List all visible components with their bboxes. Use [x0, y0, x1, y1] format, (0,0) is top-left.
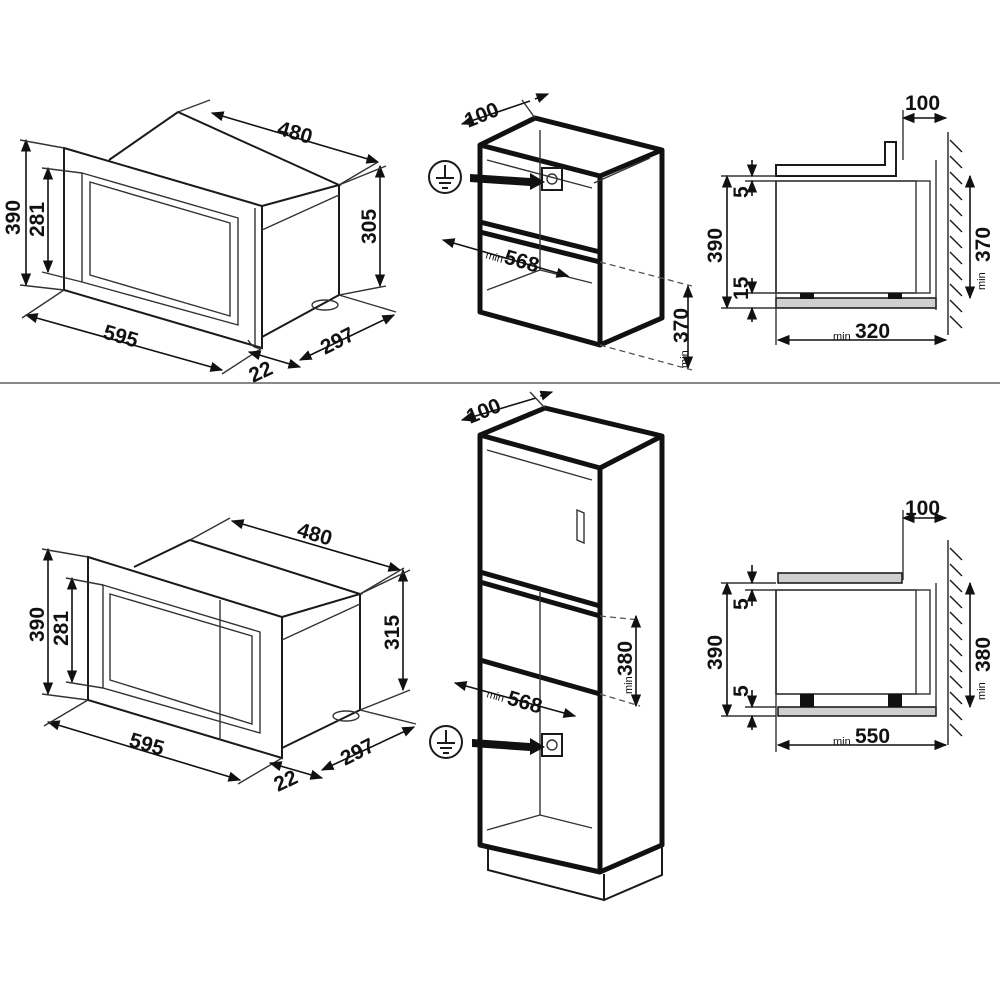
- bottom-oven-drawing: [87, 538, 364, 760]
- bottom-section-height-label: 390: [704, 635, 727, 670]
- bottom-cabinet-width-label: 568: [505, 687, 545, 719]
- top-section-drawing: [775, 132, 963, 345]
- top-cabinet-width-label: 568: [502, 246, 542, 278]
- top-cabinet-height-label: 370: [670, 308, 693, 343]
- top-section-depth-prefix: min: [833, 331, 851, 343]
- bottom-oven-outer-height-label: 390: [26, 607, 49, 642]
- top-ground-symbol-icon: [428, 160, 462, 194]
- bottom-cabinet-dimensions: 100 min 568 min 380: [453, 390, 642, 719]
- top-oven-width-label: 595: [101, 321, 141, 353]
- bottom-section-drawing: [775, 540, 963, 752]
- bottom-cabinet-height-label: 380: [614, 641, 637, 676]
- top-section-opening-label: 370: [972, 227, 995, 262]
- bottom-oven-dimensions: 480 390 281 315 595 22 297: [26, 517, 417, 797]
- top-oven-body-depth-label: 297: [317, 323, 359, 359]
- top-cabinet-dimensions: 100 min 568 min 370: [441, 93, 694, 371]
- bottom-section-gap-top-label: 5: [730, 598, 753, 610]
- top-oven-inner-height-label: 281: [26, 202, 49, 237]
- bottom-section-dimensions: 100 5 5 390 min 380 min 550: [704, 497, 995, 751]
- top-oven-body-height-label: 305: [358, 209, 381, 244]
- top-section-depth-label: 320: [855, 320, 890, 343]
- bottom-section-opening-prefix: min: [976, 682, 988, 700]
- bottom-cabinet-height-prefix: min: [623, 676, 635, 694]
- bottom-oven-inner-height-label: 281: [50, 611, 73, 646]
- top-oven-drawing: [63, 110, 342, 350]
- top-section-height-label: 390: [704, 228, 727, 263]
- top-cabinet-drawing: [428, 115, 665, 348]
- bottom-section-gap-bottom-label: 5: [730, 685, 753, 697]
- top-cabinet-top-offset-label: 100: [461, 98, 502, 132]
- bottom-oven-depth-label: 480: [295, 519, 335, 551]
- top-section-top-offset-label: 100: [905, 92, 940, 115]
- bottom-cabinet-width-prefix: min: [485, 688, 505, 704]
- bottom-section-depth-label: 550: [855, 725, 890, 748]
- bottom-section-top-offset-label: 100: [905, 497, 940, 520]
- bottom-cabinet-top-offset-label: 100: [463, 394, 504, 428]
- top-section-dimensions: 100 5 15 390 min 370 min 320: [704, 92, 995, 346]
- top-cabinet-width-prefix: min: [484, 249, 504, 265]
- top-oven-depth-label: 480: [275, 117, 315, 149]
- top-section-gap-bottom-label: 15: [730, 276, 753, 300]
- top-section-opening-prefix: min: [976, 272, 988, 290]
- top-cabinet-height-prefix: min: [679, 350, 691, 368]
- bottom-oven-body-height-label: 315: [381, 615, 404, 650]
- bottom-oven-width-label: 595: [127, 729, 167, 761]
- bottom-cabinet-drawing: [429, 405, 665, 902]
- bottom-oven-body-depth-label: 297: [337, 734, 379, 770]
- top-oven-outer-height-label: 390: [2, 200, 25, 235]
- bottom-section-opening-label: 380: [972, 637, 995, 672]
- bottom-ground-symbol-icon: [429, 725, 463, 759]
- bottom-section-depth-prefix: min: [833, 736, 851, 748]
- top-section-gap-top-label: 5: [730, 186, 753, 198]
- top-oven-dimensions: 480 390 281 305 595 22 297: [2, 99, 397, 388]
